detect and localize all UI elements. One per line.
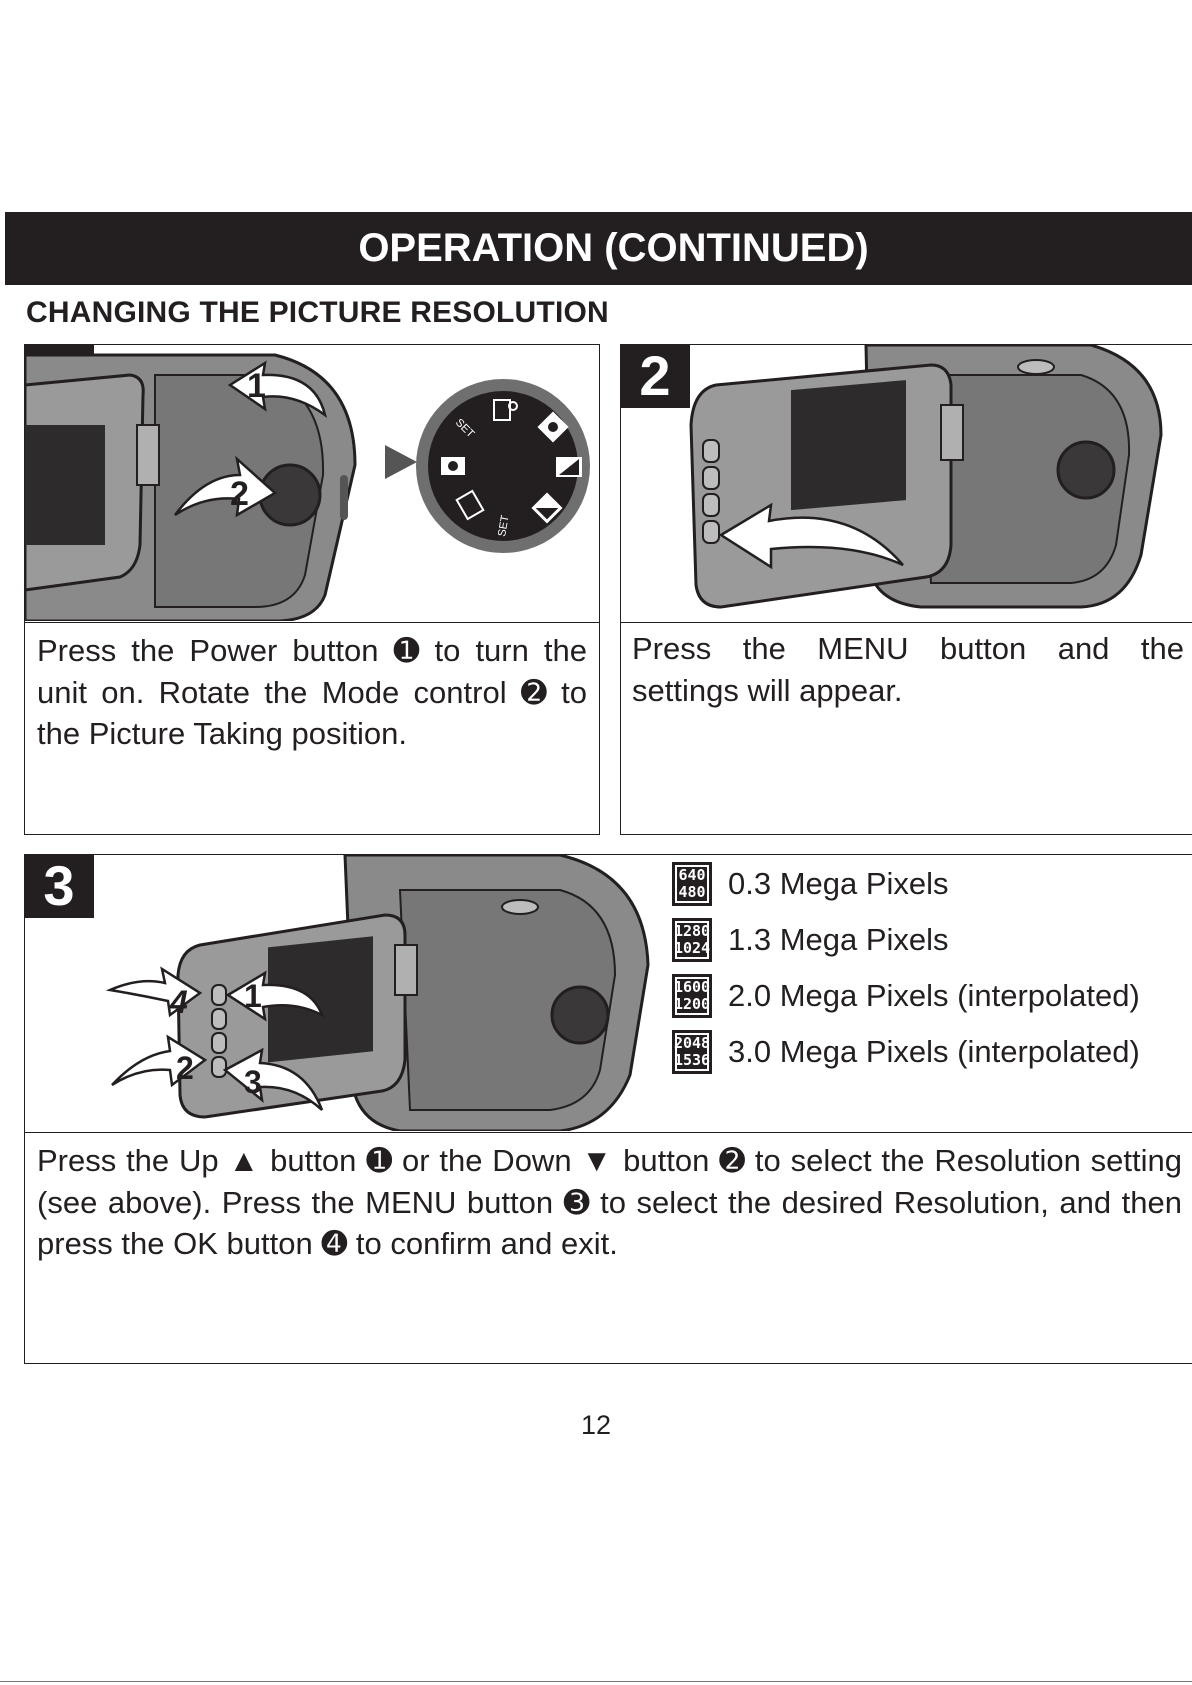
callout-4-label: 4 xyxy=(169,984,188,1020)
callout-arrow-3-icon xyxy=(222,1047,324,1111)
step-1-text: Press the Power button ➊ to turn the uni… xyxy=(37,633,587,751)
hinge xyxy=(394,944,418,996)
callout-arrow-1-icon xyxy=(225,970,325,1022)
down-button xyxy=(702,466,720,490)
hinge xyxy=(136,424,160,486)
lens-icon xyxy=(1056,440,1116,500)
section-banner: OPERATION (CONTINUED) xyxy=(5,212,1192,285)
playback-mode-icon xyxy=(455,489,485,521)
up-button xyxy=(211,1008,227,1030)
callout-arrow-icon xyxy=(718,502,904,570)
step-2-text: Press the MENU button and the settings w… xyxy=(632,631,1184,708)
screen-display xyxy=(25,425,105,545)
up-button xyxy=(702,439,720,463)
step-2-illustration xyxy=(689,345,1163,609)
resolution-label: 0.3 Mega Pixels xyxy=(728,866,949,901)
callout-1-label: 1 xyxy=(244,978,262,1014)
callout-2-label: 2 xyxy=(176,1050,194,1086)
banner-title: OPERATION (CONTINUED) xyxy=(358,226,869,270)
screen-display xyxy=(268,936,373,1063)
camera-face xyxy=(398,889,617,1111)
down-button xyxy=(211,1032,227,1054)
resolution-label: 1.3 Mega Pixels xyxy=(728,922,949,957)
callout-arrow-2-icon xyxy=(111,1034,208,1088)
step-1-illustration: 1 2 SET SET xyxy=(25,353,590,621)
menu-button xyxy=(702,520,720,544)
step-3-illustration: 1 4 2 3 xyxy=(105,855,650,1131)
resolution-label: 2.0 Mega Pixels (interpolated) xyxy=(728,978,1140,1013)
hinge xyxy=(940,404,964,461)
video-mode-icon xyxy=(493,399,518,421)
dial-set-label-2: SET xyxy=(496,514,512,537)
step-1-divider xyxy=(24,622,600,623)
callout-arrow-4-icon xyxy=(105,966,203,1018)
callout-arrow-2-icon xyxy=(174,455,278,518)
pointer-arrow-icon xyxy=(385,445,417,479)
page-title: CHANGING THE PICTURE RESOLUTION xyxy=(26,296,609,329)
step-3-badge: 3 xyxy=(24,854,94,918)
page-bottom-rule xyxy=(0,1681,1192,1682)
camera-mode-icon xyxy=(441,457,465,475)
step-3-divider xyxy=(24,1132,1192,1133)
ok-button xyxy=(211,984,227,1006)
callout-3-label: 3 xyxy=(244,1064,262,1100)
landscape-mode-icon xyxy=(556,457,582,477)
step-2-divider xyxy=(620,622,1192,623)
step-3-panel xyxy=(24,854,1192,1364)
page-number: 12 xyxy=(580,1410,612,1440)
lens-icon xyxy=(550,985,610,1045)
step-3-text: Press the Up ▲ button ➊ or the Down ▼ bu… xyxy=(37,1143,1182,1261)
ok-button xyxy=(702,493,720,517)
step-2-badge: 2 xyxy=(620,344,690,408)
screen-display xyxy=(791,380,906,511)
callout-2-label: 2 xyxy=(230,475,249,513)
menu-button xyxy=(211,1056,227,1078)
callout-1-label: 1 xyxy=(247,367,266,405)
resolution-label: 3.0 Mega Pixels (interpolated) xyxy=(728,1034,1140,1069)
camera-face xyxy=(919,374,1131,584)
callout-arrow-1-icon xyxy=(227,360,328,419)
